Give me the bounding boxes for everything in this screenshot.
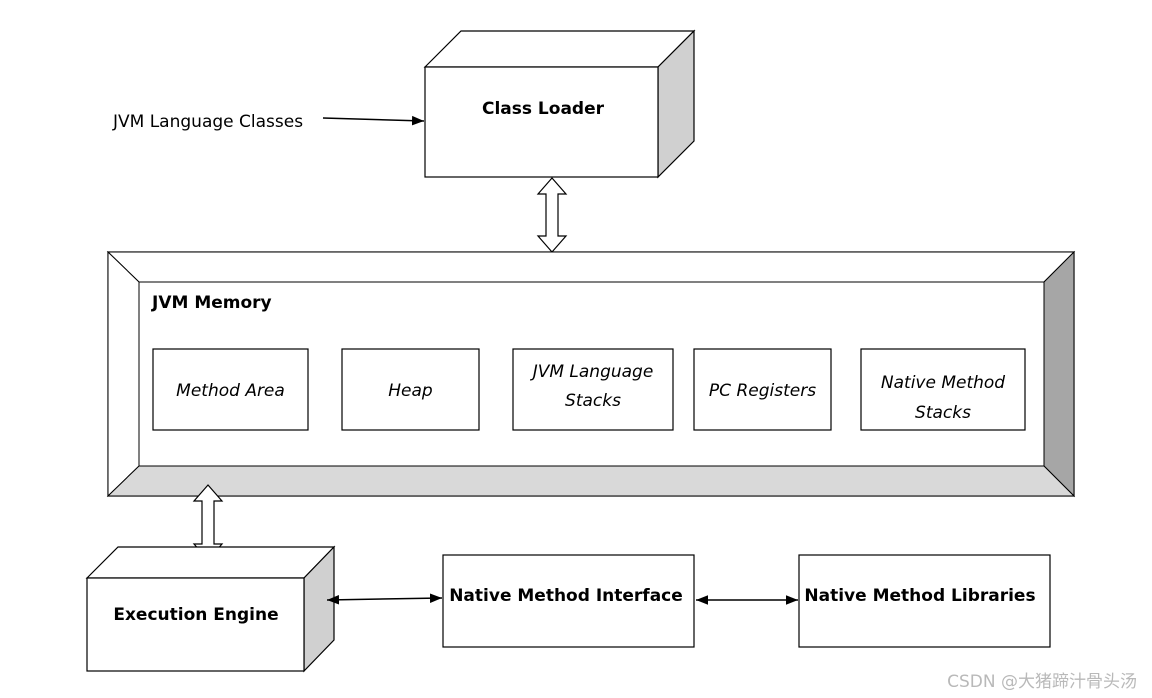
- classloader-memory-double-arrow: [536, 177, 568, 253]
- memory-area-pc-registers: PC Registers: [693, 348, 832, 431]
- memory-area-method-area: Method Area: [152, 348, 309, 431]
- memory-area-label-line-2: Stacks: [915, 403, 971, 423]
- memory-area-label-line-2: Stacks: [565, 391, 621, 411]
- memory-area-heap: Heap: [341, 348, 480, 431]
- memory-area-label: PC Registers: [709, 381, 816, 401]
- native-interface-box: Native Method Interface: [442, 554, 695, 648]
- execution-engine-label: Execution Engine: [113, 605, 278, 625]
- memory-area-jvm-language-stacks: JVM Language Stacks: [512, 348, 674, 431]
- input-label: JVM Language Classes: [112, 112, 303, 132]
- memory-area-label: Heap: [388, 381, 433, 401]
- memory-area-label-line-1: JVM Language: [530, 362, 654, 382]
- class-loader-label: Class Loader: [482, 99, 605, 119]
- class-loader-box: Class Loader: [423, 29, 696, 179]
- native-libraries-box: Native Method Libraries: [798, 554, 1051, 648]
- memory-area-label-line-1: Native Method: [881, 373, 1005, 393]
- native-libraries-label: Native Method Libraries: [804, 586, 1035, 606]
- native-interface-label: Native Method Interface: [449, 586, 683, 606]
- engine-interface-arrow: [326, 593, 443, 605]
- execution-engine-box: Execution Engine: [85, 545, 336, 673]
- input-arrow: [322, 115, 425, 126]
- watermark-text: CSDN @大猪蹄汁骨头汤: [947, 672, 1137, 692]
- jvm-memory-title: JVM Memory: [151, 293, 272, 313]
- memory-area-native-method-stacks: Native Method Stacks: [860, 348, 1026, 431]
- memory-area-label: Method Area: [176, 381, 285, 401]
